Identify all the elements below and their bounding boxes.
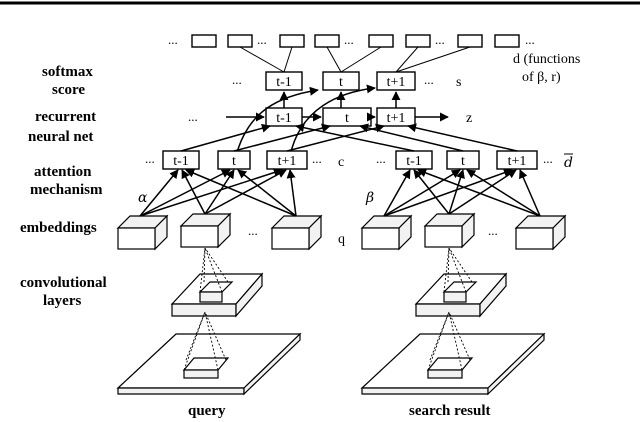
attention-to-rnn-arrows [180,123,518,152]
d-bar-symbol: d [564,155,573,171]
ellipsis-emb-r: ... [488,223,498,238]
convolutional-label: convolutional [20,275,107,291]
d-box-8 [494,34,520,48]
search-result-label: search result [409,403,491,419]
query-label: query [188,403,226,419]
query-conv-stack [116,247,302,396]
ellipsis-attn-r-right: ... [543,151,553,166]
ellipsis-rnn-left: ... [188,109,198,124]
attn-q-cell-t-minus-1-text: t-1 [173,154,189,169]
softmax-cell-t-plus-1-text: t+1 [387,75,406,90]
q-symbol: q [338,232,345,247]
c-symbol: c [338,155,344,170]
ellipsis-attn-mid: ... [312,151,322,166]
d-box-4 [314,34,340,48]
rnn-cell-t-text: t [345,111,349,126]
rnn-cell-t-minus-1-text: t-1 [276,111,292,126]
attn-d-cell-t-minus-1-text: t-1 [406,154,422,169]
softmax-row: ... t-1 t t+1 ... s [232,71,461,91]
rnn-row: ... t-1 t t+1 z [188,107,472,127]
d-box-3 [279,34,305,48]
d-box-5 [368,34,394,48]
ellipsis-top-mid-2: ... [344,32,354,47]
softmax-label: softmax [42,64,93,80]
attn-q-cell-t-plus-1-text: t+1 [278,154,297,169]
alpha-symbol: α [138,190,148,206]
score-label: score [52,82,85,98]
d-box-2 [227,34,253,48]
curved-skip-arrows [235,84,376,157]
ellipsis-top-left: ... [168,32,178,47]
layers-label: layers [43,293,81,309]
result-attention-edges [383,168,541,217]
d-box-1 [191,34,217,48]
ellipsis-top-right: ... [525,32,535,47]
s-symbol: s [456,75,461,90]
ellipsis-attn-left: ... [145,151,155,166]
recurrent-label: recurrent [35,109,96,125]
query-embeddings: ... [116,212,323,251]
ellipsis-softmax-right: ... [424,72,434,87]
result-embeddings: ... [360,212,567,251]
z-symbol: z [466,111,472,126]
attn-q-cell-t-text: t [232,154,236,169]
attn-d-cell-t-plus-1-text: t+1 [508,154,527,169]
d-functions-label-line1: d (functions [513,52,580,67]
d-functions-label-line2: of β, r) [522,70,561,85]
embeddings-label: embeddings [20,220,97,236]
beta-symbol: β [365,190,374,206]
attention-row-result: ... t-1 t t+1 ... d [376,150,573,171]
rnn-to-softmax-arrows [279,91,401,108]
softmax-cell-t-minus-1-text: t-1 [276,75,292,90]
attention-row-query: ... t-1 t t+1 ... c [145,150,344,170]
ellipsis-top-mid-3: ... [435,32,445,47]
ellipsis-attn-r-left: ... [376,151,386,166]
neural-net-label: neural net [28,129,93,145]
ellipsis-softmax-left: ... [232,72,242,87]
attention-label: attention [34,164,92,180]
result-conv-stack [360,247,546,396]
attn-d-cell-t-text: t [461,154,465,169]
d-box-7 [457,34,483,48]
softmax-to-d-connectors [239,46,471,73]
mechanism-label: mechanism [30,182,103,198]
rnn-cell-t-plus-1-text: t+1 [387,111,406,126]
softmax-cell-t-text: t [339,75,343,90]
d-function-row: ... ... ... ... ... [168,32,535,48]
ellipsis-emb-q: ... [248,223,258,238]
d-box-6 [405,34,431,48]
query-attention-edges [139,168,297,217]
ellipsis-top-mid-1: ... [257,32,267,47]
